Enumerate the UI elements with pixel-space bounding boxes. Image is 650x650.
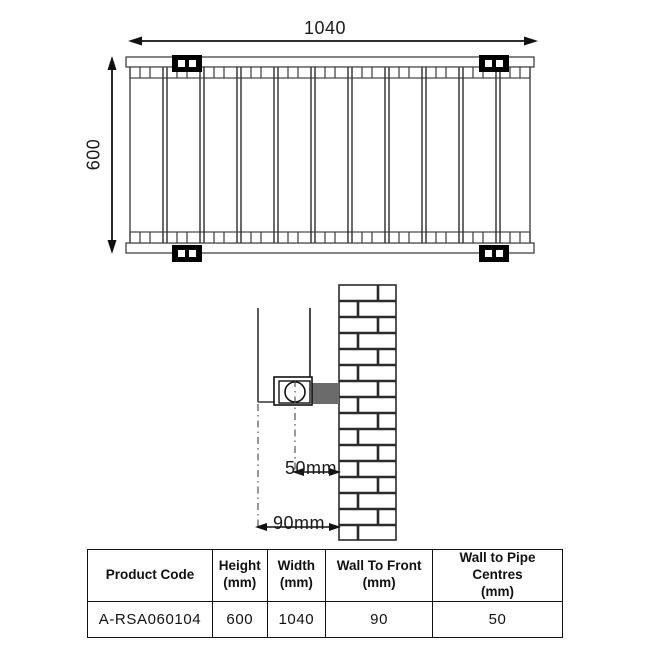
header-wall-to-front-line1: Wall To Front	[336, 558, 422, 574]
wall-bracket-top-right	[479, 55, 509, 72]
header-width-line1: Width	[277, 558, 316, 574]
dimension-extension-lines	[257, 380, 296, 528]
radiator-panel-dividers	[162, 67, 501, 243]
header-width-line2: (mm)	[279, 575, 313, 591]
height-dimension-arrow	[107, 56, 117, 254]
cell-product-code: A-RSA060104	[87, 600, 213, 638]
product-spec-table: Product Code Height (mm) Width (mm) Wall…	[87, 549, 563, 638]
wall-bracket-bottom-left	[172, 245, 202, 262]
side-section-view: 50mm 90mm	[0, 280, 650, 545]
cell-height: 600	[211, 600, 268, 638]
wall-to-front-dimension-arrow	[255, 523, 341, 531]
wall-bracket-top-left	[172, 55, 202, 72]
front-elevation-view: 1040 600	[0, 0, 650, 285]
wall-to-pipe-dimension-label: 50mm	[285, 458, 338, 478]
width-dimension-label: 1040	[304, 18, 347, 38]
header-height-line2: (mm)	[223, 575, 257, 591]
header-wall-to-pipe-centres: Wall to Pipe Centres (mm)	[432, 549, 563, 602]
wall-bracket-bottom-right	[479, 245, 509, 262]
bracket-pipe-housing	[273, 376, 313, 406]
cell-width: 1040	[266, 600, 327, 638]
header-wall-to-front-line2: (mm)	[362, 575, 396, 591]
table-row: A-RSA060104 600 1040 90 50	[87, 600, 563, 638]
width-dimension-arrow	[128, 36, 538, 46]
cell-wall-to-pipe-centres: 50	[432, 600, 563, 638]
header-wall-to-pipe-centres-line1: Wall to Pipe Centres	[459, 550, 536, 582]
header-wall-to-front: Wall To Front (mm)	[325, 549, 434, 602]
header-product-code-line1: Product Code	[105, 566, 195, 582]
cell-wall-to-front: 90	[325, 600, 434, 638]
header-product-code: Product Code	[87, 549, 213, 602]
side-section-svg	[255, 284, 397, 541]
header-width: Width (mm)	[266, 549, 327, 602]
table-header-row: Product Code Height (mm) Width (mm) Wall…	[87, 549, 563, 602]
header-height-line1: Height	[218, 558, 261, 574]
brick-wall	[338, 284, 397, 541]
header-height: Height (mm)	[211, 549, 268, 602]
radiator-side-profile	[257, 308, 311, 403]
header-wall-to-pipe-centres-line2: (mm)	[481, 583, 515, 599]
wall-to-pipe-dimension-arrow	[292, 468, 341, 476]
radiator-front-body	[125, 55, 535, 262]
front-elevation-svg	[107, 36, 538, 262]
height-dimension-label: 600	[83, 138, 104, 171]
wall-to-front-dimension-label: 90mm	[273, 513, 326, 533]
